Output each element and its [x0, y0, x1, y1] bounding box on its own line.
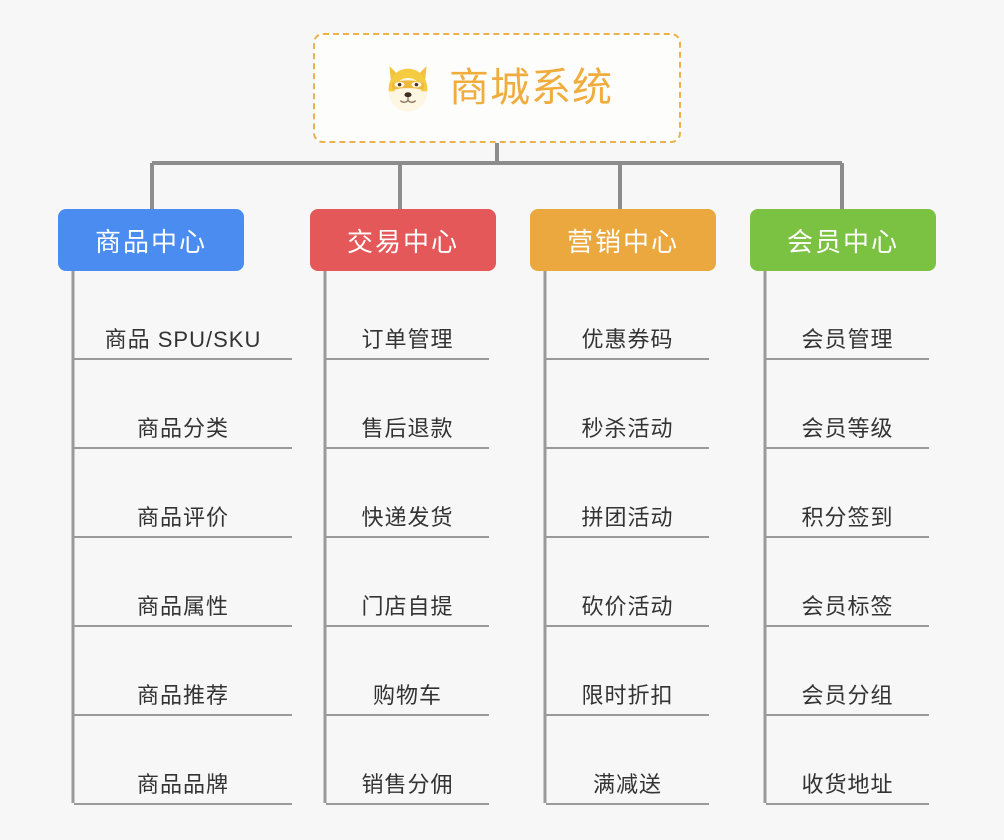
category-header-label: 交易中心: [346, 226, 459, 257]
category-header-label: 会员中心: [786, 226, 899, 257]
category-header-1[interactable]: 商品中心: [58, 209, 244, 271]
leaf-item-label: 满减送: [592, 771, 662, 797]
leaf-item-label: 收货地址: [801, 771, 894, 797]
leaf-item[interactable]: 销售分佣: [326, 716, 489, 805]
leaf-item-label: 售后退款: [361, 415, 454, 441]
leaf-item-label: 限时折扣: [581, 682, 674, 708]
leaf-item[interactable]: 会员等级: [766, 360, 929, 449]
category-header-label: 商品中心: [94, 226, 207, 257]
leaf-item[interactable]: 会员管理: [766, 271, 929, 360]
leaf-item[interactable]: 商品品牌: [74, 716, 292, 805]
leaf-item-label: 快递发货: [361, 504, 454, 530]
leaf-item[interactable]: 限时折扣: [546, 627, 709, 716]
leaf-item[interactable]: 拼团活动: [546, 449, 709, 538]
leaf-item-label: 商品属性: [136, 593, 229, 619]
leaf-item-label: 门店自提: [361, 593, 454, 619]
leaf-item-label: 优惠券码: [581, 326, 674, 352]
leaf-item-label: 商品评价: [136, 504, 229, 530]
root-to-categories-connector: [150, 143, 844, 211]
leaf-item[interactable]: 满减送: [546, 716, 709, 805]
leaf-item-label: 砍价活动: [581, 593, 674, 619]
leaf-item-label: 订单管理: [361, 326, 454, 352]
leaf-item[interactable]: 收货地址: [766, 716, 929, 805]
leaf-item[interactable]: 商品评价: [74, 449, 292, 538]
leaf-item[interactable]: 门店自提: [326, 538, 489, 627]
leaf-item-label: 秒杀活动: [581, 415, 674, 441]
leaf-item-label: 商品分类: [136, 415, 229, 441]
root-title: 商城系统: [449, 66, 613, 110]
leaf-item-label: 商品 SPU/SKU: [104, 326, 262, 352]
leaf-item[interactable]: 会员标签: [766, 538, 929, 627]
leaf-item[interactable]: 购物车: [326, 627, 489, 716]
leaf-list: 优惠券码秒杀活动拼团活动砍价活动限时折扣满减送: [546, 271, 709, 805]
leaf-item-label: 拼团活动: [581, 504, 674, 530]
leaf-item-label: 商品推荐: [136, 682, 229, 708]
category-header-3[interactable]: 营销中心: [530, 209, 716, 271]
leaf-item-label: 会员管理: [801, 326, 894, 352]
leaf-item-label: 会员等级: [801, 415, 894, 441]
leaf-list: 订单管理售后退款快递发货门店自提购物车销售分佣: [326, 271, 489, 805]
category-header-label: 营销中心: [566, 226, 679, 257]
leaf-item[interactable]: 订单管理: [326, 271, 489, 360]
category-header-2[interactable]: 交易中心: [310, 209, 496, 271]
leaf-item-label: 销售分佣: [361, 771, 454, 797]
category-column: 交易中心订单管理售后退款快递发货门店自提购物车销售分佣: [310, 209, 496, 805]
leaf-item[interactable]: 商品推荐: [74, 627, 292, 716]
category-header-4[interactable]: 会员中心: [750, 209, 936, 271]
leaf-item-label: 商品品牌: [136, 771, 229, 797]
leaf-item[interactable]: 商品属性: [74, 538, 292, 627]
leaf-item-label: 会员标签: [801, 593, 894, 619]
leaf-list: 会员管理会员等级积分签到会员标签会员分组收货地址: [766, 271, 929, 805]
leaf-item[interactable]: 商品分类: [74, 360, 292, 449]
category-column: 营销中心优惠券码秒杀活动拼团活动砍价活动限时折扣满减送: [530, 209, 716, 805]
leaf-item[interactable]: 秒杀活动: [546, 360, 709, 449]
leaf-item[interactable]: 积分签到: [766, 449, 929, 538]
category-column: 会员中心会员管理会员等级积分签到会员标签会员分组收货地址: [750, 209, 936, 805]
root-node[interactable]: 商城系统: [313, 33, 681, 143]
leaf-item-label: 积分签到: [801, 504, 894, 530]
shiba-dog-face-icon: [388, 66, 428, 112]
leaf-item[interactable]: 快递发货: [326, 449, 489, 538]
category-column: 商品中心商品 SPU/SKU 商品分类商品评价商品属性商品推荐商品品牌: [58, 209, 292, 805]
leaf-item[interactable]: 会员分组: [766, 627, 929, 716]
leaf-item[interactable]: 砍价活动: [546, 538, 709, 627]
leaf-item[interactable]: 优惠券码: [546, 271, 709, 360]
leaf-item[interactable]: 售后退款: [326, 360, 489, 449]
leaf-item[interactable]: 商品 SPU/SKU: [74, 271, 292, 360]
leaf-item-label: 购物车: [372, 682, 442, 708]
leaf-item-label: 会员分组: [801, 682, 894, 708]
leaf-list: 商品 SPU/SKU 商品分类商品评价商品属性商品推荐商品品牌: [74, 271, 292, 805]
